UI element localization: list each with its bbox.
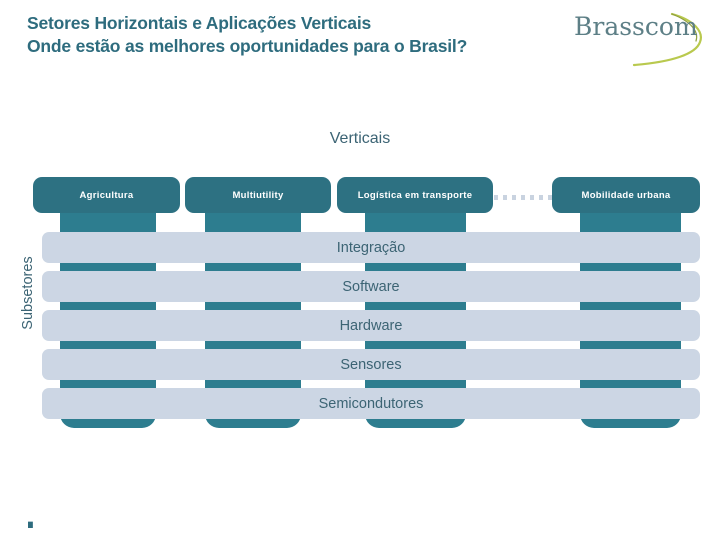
vertical-header[interactable]: Logística em transporte	[337, 177, 493, 213]
subsector-row-label: Semicondutores	[318, 395, 424, 412]
column-connector-dots	[494, 195, 552, 200]
subsector-row[interactable]: Hardware	[42, 310, 700, 341]
vertical-header-label: Mobilidade urbana	[581, 189, 671, 201]
subsector-row[interactable]: Software	[42, 271, 700, 302]
subsector-row[interactable]: Sensores	[42, 349, 700, 380]
subsector-row[interactable]: Integração	[42, 232, 700, 263]
subsector-row-label: Software	[342, 278, 400, 295]
subsector-row-label: Integração	[336, 239, 406, 256]
vertical-header-label: Agricultura	[79, 189, 134, 201]
rows-axis-label: Subsetores	[20, 256, 36, 330]
footer-mark: ▖	[28, 517, 37, 528]
swoosh-icon	[632, 12, 702, 67]
brasscom-wordmark: Brasscom	[574, 12, 698, 41]
slide-header: Setores Horizontais e Aplicações Vertica…	[0, 0, 720, 80]
title-line-2: Onde estão as melhores oportunidades par…	[27, 36, 468, 56]
vertical-header-label: Multiutility	[232, 189, 284, 201]
brasscom-logo: Brasscom	[572, 8, 714, 70]
title-line-1: Setores Horizontais e Aplicações Vertica…	[27, 13, 372, 33]
subsector-row-label: Hardware	[339, 317, 403, 334]
subsector-row-label: Sensores	[340, 356, 402, 373]
subsector-row[interactable]: Semicondutores	[42, 388, 700, 419]
vertical-header[interactable]: Mobilidade urbana	[552, 177, 700, 213]
vertical-header-label: Logística em transporte	[357, 189, 473, 201]
page-title: Setores Horizontais e Aplicações Vertica…	[27, 12, 567, 58]
columns-axis-label: Verticais	[329, 130, 391, 147]
vertical-header[interactable]: Agricultura	[33, 177, 180, 213]
vertical-header[interactable]: Multiutility	[185, 177, 331, 213]
